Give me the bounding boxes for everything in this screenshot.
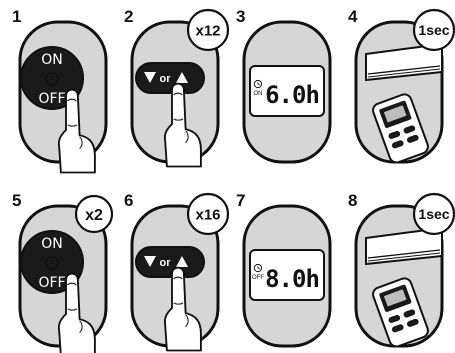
step-number: 6	[124, 191, 133, 210]
step-number: 1	[12, 7, 21, 26]
timer-indicator-label: OFF	[252, 275, 264, 281]
or-label: or	[160, 257, 172, 269]
step-number: 4	[348, 7, 358, 26]
step-number: 3	[236, 7, 245, 26]
step-number: 2	[124, 7, 133, 26]
step-panel-6: 6 or x16	[124, 191, 228, 351]
badge-label: 1sec	[418, 206, 449, 222]
timer-indicator-label: ON	[254, 91, 263, 97]
step-panel-2: 2 or x12	[124, 7, 228, 167]
step-panel-4: 4 1sec	[348, 7, 454, 164]
power-on-label: ON	[41, 52, 63, 68]
badge-label: x2	[85, 207, 103, 224]
power-off-label: OFF	[38, 91, 65, 107]
step-number: 8	[348, 191, 357, 210]
badge-label: x16	[195, 206, 220, 223]
power-on-label: ON	[41, 236, 63, 252]
step-panel-8: 8 1sec	[348, 191, 454, 348]
step-panel-1: 1ON OFF	[12, 7, 106, 173]
badge-label: x12	[195, 22, 220, 39]
step-panel-5: 5ON OFF x2	[12, 191, 112, 353]
power-off-label: OFF	[38, 275, 65, 291]
time-readout: 8.0h	[265, 265, 319, 293]
step-number: 7	[236, 191, 245, 210]
badge-label: 1sec	[418, 22, 449, 38]
or-label: or	[160, 73, 172, 85]
step-number: 5	[12, 191, 21, 210]
time-readout: 6.0h	[265, 81, 319, 109]
